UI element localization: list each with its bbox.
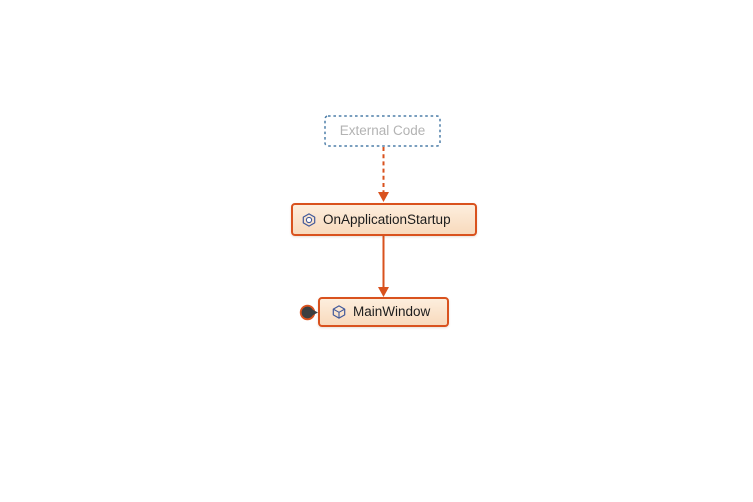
edge-onapplicationstartup-to-mainwindow[interactable]: [378, 236, 389, 297]
arrowhead-icon: [378, 287, 389, 297]
node-label: External Code: [339, 123, 426, 139]
node-label: OnApplicationStartup: [323, 211, 451, 227]
node-external-code[interactable]: External Code: [324, 115, 441, 147]
class-cube-icon: [332, 305, 346, 319]
dashed-border: [324, 115, 441, 147]
node-label: MainWindow: [353, 304, 431, 320]
expand-incoming-calls-icon: [299, 304, 318, 321]
node-mainwindow[interactable]: MainWindow: [318, 297, 449, 327]
arrowhead-icon: [378, 192, 389, 202]
node-onapplicationstartup[interactable]: OnApplicationStartup: [291, 203, 477, 236]
expand-incoming-calls-button[interactable]: [299, 304, 319, 321]
method-cube-icon: [302, 212, 316, 227]
edge-external-to-onapplicationstartup[interactable]: [378, 147, 389, 202]
